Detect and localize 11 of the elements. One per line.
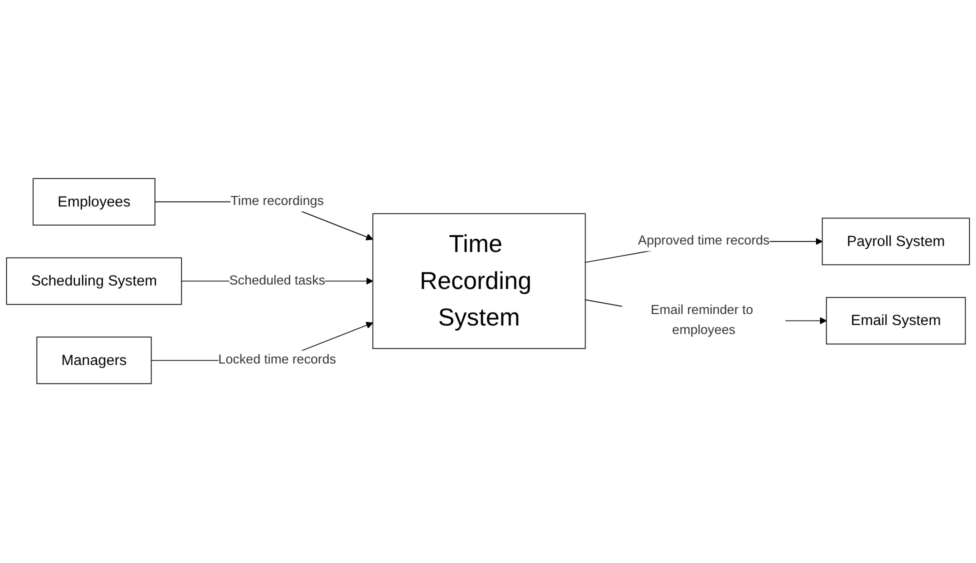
- edge-label: Time recordings: [230, 194, 324, 209]
- edge-label: Scheduled tasks: [229, 274, 326, 288]
- node-box: Email System: [826, 297, 966, 345]
- edge-label: Approved time records: [638, 234, 770, 248]
- node-box: Managers: [36, 337, 152, 384]
- edge-label: Email reminder to employees: [650, 304, 754, 338]
- node-box: Time Recording System: [372, 214, 586, 350]
- node-box: Employees: [32, 178, 156, 226]
- node-box: Payroll System: [822, 218, 970, 266]
- node-box: Scheduling System: [6, 258, 182, 306]
- edge-label: Locked time records: [218, 353, 336, 368]
